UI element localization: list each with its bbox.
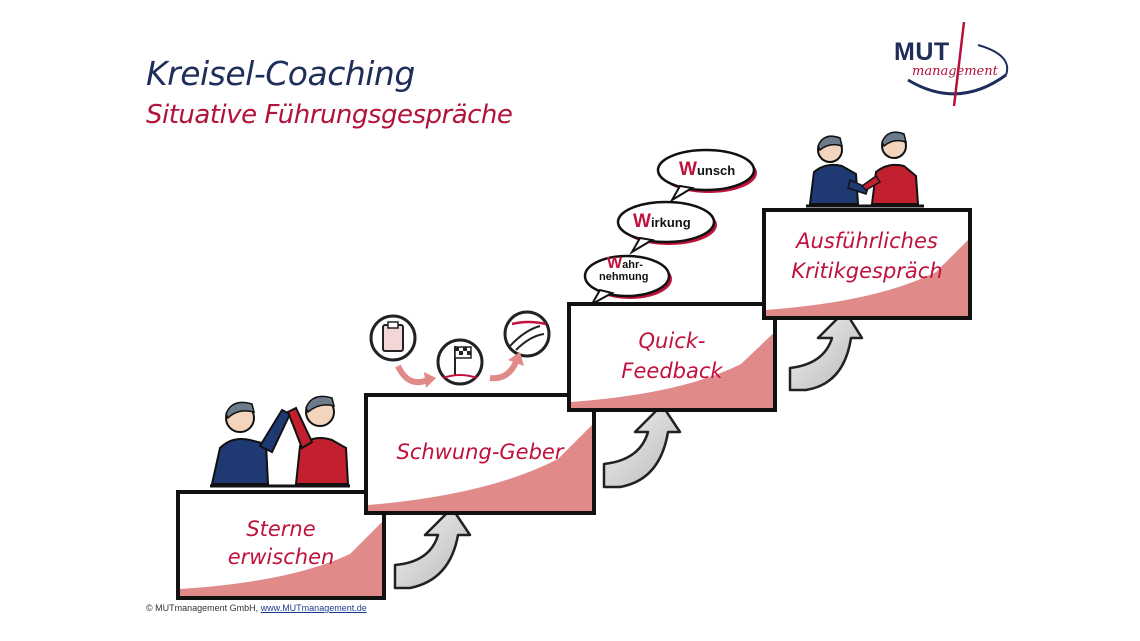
people-handshake-illustration <box>806 131 924 208</box>
bubble-wunsch-text: Wunsch <box>679 159 736 180</box>
step-shade <box>180 522 382 596</box>
bubble-wunsch <box>656 148 757 203</box>
footer-website-link[interactable]: www.MUTmanagement.de <box>260 603 367 613</box>
process-arrow-2-icon <box>489 352 524 382</box>
step-label-line1: Quick- <box>638 329 706 353</box>
step-shade <box>571 333 773 408</box>
step-label-line2: erwischen <box>227 545 335 569</box>
logo-mut-text: MUT <box>894 38 950 66</box>
step-label-line1: Sterne <box>246 517 316 541</box>
step-arrow-3-icon <box>788 309 864 392</box>
bubble-wirkung <box>616 200 717 255</box>
page-subtitle: Situative Führungsgespräche <box>146 100 513 130</box>
footer: © MUTmanagement GmbH, www.MUTmanagement.… <box>146 603 367 613</box>
bubble-wirkung-text: Wirkung <box>633 211 691 232</box>
step-schwung-geber: Schwung-Geber <box>364 393 596 515</box>
bubble-wahrnehmung <box>583 254 672 307</box>
logo-swoosh-icon <box>907 21 1009 107</box>
step-label-line1: Schwung-Geber <box>396 440 564 464</box>
mut-management-logo: MUT management <box>888 20 1018 110</box>
step-ausfuehrliches-kritikgespraech: Ausführliches Kritikgespräch <box>762 208 972 320</box>
step-label-line1: Ausführliches <box>796 229 938 253</box>
process-arrow-1-icon <box>395 364 436 388</box>
people-high-five-illustration <box>210 395 350 488</box>
step-arrow-2-icon <box>602 403 682 489</box>
step-label-line2: Feedback <box>621 359 723 383</box>
step-shade <box>766 240 968 316</box>
step-shade <box>368 425 592 511</box>
clipboard-icon <box>369 314 417 362</box>
page-title: Kreisel-Coaching <box>146 54 415 93</box>
step-label-line2: Kritikgespräch <box>791 259 943 283</box>
footer-copyright: © MUTmanagement GmbH, <box>146 603 259 613</box>
logo-management-text: management <box>912 64 998 79</box>
step-quick-feedback: Quick- Feedback <box>567 302 777 412</box>
step-sterne-erwischen: Sterne erwischen <box>176 490 386 600</box>
finish-flag-icon <box>436 338 484 386</box>
bubble-wahrnehmung-text: Wahr- nehmung <box>599 255 649 284</box>
step-arrow-1-icon <box>393 506 472 590</box>
road-icon <box>503 310 551 358</box>
